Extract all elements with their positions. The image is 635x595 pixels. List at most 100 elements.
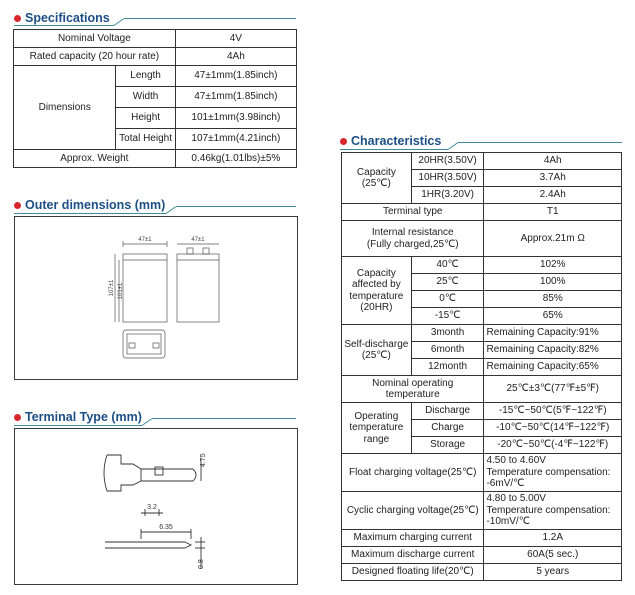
divider xyxy=(14,25,114,26)
temp-capacity-label: Capacity affected by temperature (20HR) xyxy=(341,256,412,325)
nominal-voltage-label: Nominal Voltage xyxy=(13,29,176,48)
dimensions-label: Dimensions xyxy=(12,65,117,150)
table-row: Maximum charging current 1.2A xyxy=(340,529,622,547)
max-charging-current-value: 1.2A xyxy=(483,529,622,547)
table-row: Width 47±1mm(1.85inch) xyxy=(14,86,298,108)
self-discharge-value: Remaining Capacity:91% xyxy=(483,324,622,342)
divider xyxy=(14,213,166,214)
divider xyxy=(152,418,296,419)
length-dimension-label: 47±1 xyxy=(138,237,152,243)
table-row: 1HR(3.20V) 2.4Ah xyxy=(342,186,622,204)
period-cell: 12month xyxy=(410,358,485,376)
table-row: Approx. Weight 0.46kg(1.01lbs)±5% xyxy=(13,149,298,168)
width-dimension-label: 47±1 xyxy=(191,237,205,243)
nominal-temp-value: 25℃±3℃(77℉±5℉) xyxy=(483,375,622,403)
terminal-type-drawing: 4.75 3.2 6.35 0.8 xyxy=(14,428,298,585)
table-row: 25℃ 100% xyxy=(342,273,622,291)
bullet-icon xyxy=(14,14,21,22)
table-row: Dimensions Length 47±1mm(1.85inch) xyxy=(12,65,298,150)
height-value: 101±1mm(3.98inch) xyxy=(174,107,298,129)
divider xyxy=(165,206,177,214)
table-row: Float charging voltage(25℃) 4.50 to 4.60… xyxy=(340,453,622,492)
mode-cell: Charge xyxy=(410,419,485,437)
divider xyxy=(340,149,448,150)
capacity-value: 2.4Ah xyxy=(483,186,622,204)
table-row: 12month Remaining Capacity:65% xyxy=(342,358,622,376)
float-charging-label: Float charging voltage(25℃) xyxy=(340,453,485,492)
period-cell: 3month xyxy=(410,324,485,342)
capacity-rate: 10HR(3.50V) xyxy=(410,169,485,187)
table-row: 6month Remaining Capacity:82% xyxy=(342,341,622,359)
temperature-cell: 0℃ xyxy=(410,290,485,308)
capacity-value: 4Ah xyxy=(483,152,622,170)
capacity-value: 3.7Ah xyxy=(483,169,622,187)
temperature-cell: 25℃ xyxy=(410,273,485,291)
cyclic-charging-label: Cyclic charging voltage(25℃) xyxy=(340,491,485,530)
max-discharge-current-label: Maximum discharge current xyxy=(340,546,485,564)
specifications-title: Specifications xyxy=(25,11,110,25)
divider xyxy=(458,142,622,143)
capacity-rate: 1HR(3.20V) xyxy=(410,186,485,204)
max-charging-current-label: Maximum charging current xyxy=(340,529,485,547)
characteristics-title: Characteristics xyxy=(351,134,442,148)
divider xyxy=(447,142,459,150)
terminal-hole-label: 3.2 xyxy=(147,504,157,511)
floating-life-label: Designed floating life(20℃) xyxy=(340,563,485,581)
table-row: Height 101±1mm(3.98inch) xyxy=(14,107,298,129)
operating-range-value: -20℃~50℃(-4℉~122℉) xyxy=(483,436,622,454)
table-row: Operating temperature range Discharge -1… xyxy=(341,402,622,454)
self-discharge-label: Self-discharge (25℃) xyxy=(341,324,412,376)
width-label: Width xyxy=(115,86,176,108)
temp-capacity-value: 102% xyxy=(483,256,622,274)
table-row: Internal resistance (Fully charged,25℃) … xyxy=(340,220,622,257)
cyclic-charging-value: 4.80 to 5.00V Temperature compensation: … xyxy=(483,491,622,530)
table-row: -15℃ 65% xyxy=(342,307,622,325)
internal-resistance-value: Approx.21m Ω xyxy=(483,220,622,257)
temp-capacity-value: 65% xyxy=(483,307,622,325)
operating-range-value: -15℃~50℃(5℉~122℉) xyxy=(483,402,622,420)
temp-capacity-value: 85% xyxy=(483,290,622,308)
terminal-height-label: 4.75 xyxy=(200,453,207,467)
divider xyxy=(176,206,296,207)
battery-outline-drawing: 47±1 47±1 107±1 101±1 xyxy=(109,237,220,359)
specifications-table: Nominal Voltage 4V Rated capacity (20 ho… xyxy=(12,29,298,168)
terminal-thickness-label: 0.8 xyxy=(198,559,205,569)
height-label: Height xyxy=(115,107,176,129)
float-charging-value: 4.50 to 4.60V Temperature compensation: … xyxy=(483,453,622,492)
table-row: Maximum discharge current 60A(5 sec.) xyxy=(340,546,622,564)
table-row: Cyclic charging voltage(25℃) 4.80 to 5.0… xyxy=(340,491,622,530)
rated-capacity-label: Rated capacity (20 hour rate) xyxy=(13,47,176,66)
self-discharge-value: Remaining Capacity:82% xyxy=(483,341,622,359)
table-row: Self-discharge (25℃) 3month Remaining Ca… xyxy=(341,324,622,376)
table-row: Designed floating life(20℃) 5 years xyxy=(340,563,622,581)
height-dimension-label: 101±1 xyxy=(118,282,124,299)
table-row: Rated capacity (20 hour rate) 4Ah xyxy=(13,47,298,66)
self-discharge-value: Remaining Capacity:65% xyxy=(483,358,622,376)
floating-life-value: 5 years xyxy=(483,563,622,581)
capacity-rate: 20HR(3.50V) xyxy=(410,152,485,170)
table-row: Terminal type T1 xyxy=(340,203,622,221)
terminal-width-label: 6.35 xyxy=(159,524,173,531)
temperature-cell: -15℃ xyxy=(410,307,485,325)
terminal-drawing: 4.75 3.2 6.35 0.8 xyxy=(103,453,207,569)
nominal-temp-label: Nominal operating temperature xyxy=(340,375,485,403)
weight-value: 0.46kg(1.01lbs)±5% xyxy=(174,149,298,168)
bullet-icon xyxy=(340,137,347,145)
terminal-type-label: Terminal type xyxy=(340,203,485,221)
table-row: Capacity affected by temperature (20HR) … xyxy=(341,256,622,325)
bullet-icon xyxy=(14,201,21,209)
internal-resistance-label: Internal resistance (Fully charged,25℃) xyxy=(340,220,485,257)
terminal-type-title: Terminal Type (mm) xyxy=(25,410,142,424)
mode-cell: Storage xyxy=(410,436,485,454)
table-row: Nominal Voltage 4V xyxy=(13,29,298,48)
table-row: Capacity (25℃) 20HR(3.50V) 4Ah xyxy=(341,152,622,204)
table-row: Nominal operating temperature 25℃±3℃(77℉… xyxy=(340,375,622,403)
period-cell: 6month xyxy=(410,341,485,359)
operating-range-value: -10℃~50℃(14℉~122℉) xyxy=(483,419,622,437)
max-discharge-current-value: 60A(5 sec.) xyxy=(483,546,622,564)
outer-dimensions-title: Outer dimensions (mm) xyxy=(25,198,166,212)
characteristics-heading: Characteristics xyxy=(340,133,441,149)
operating-range-label: Operating temperature range xyxy=(341,402,412,454)
specifications-heading: Specifications xyxy=(14,10,110,26)
terminal-type-heading: Terminal Type (mm) xyxy=(14,409,142,425)
